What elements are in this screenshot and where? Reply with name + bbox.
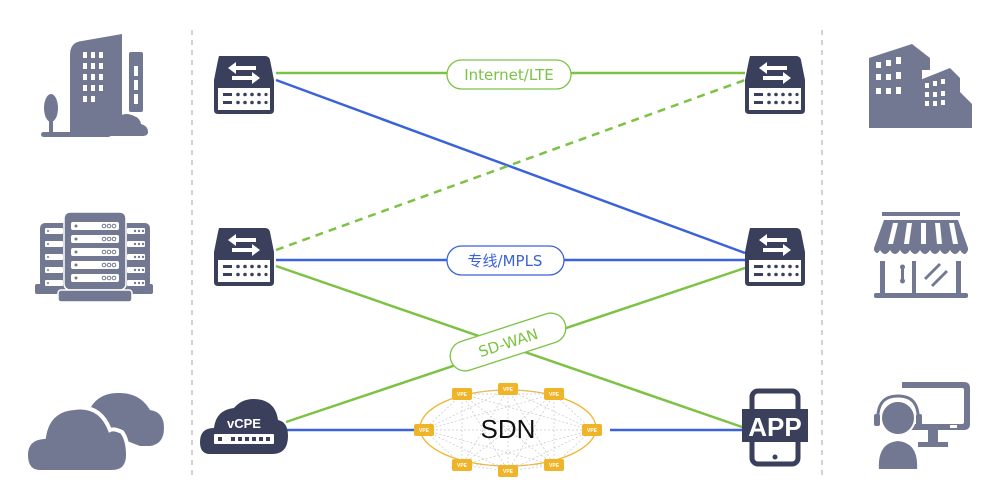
mpls-label: 专线/MPLS	[446, 245, 565, 276]
mesh-link	[461, 388, 509, 466]
mpls-text: 专线/MPLS	[468, 252, 543, 270]
mesh-link	[507, 429, 593, 472]
cloud-icon	[23, 392, 164, 474]
data-center-server-icon	[35, 211, 153, 303]
vpe-node-icon: VPE	[452, 388, 472, 400]
mesh-link	[461, 393, 555, 466]
vpe-label: VPE	[503, 387, 514, 393]
mesh-link	[507, 388, 555, 466]
server-slot	[71, 222, 119, 230]
sdn-mesh: SDN VPE VPE VPE VPE VPE VPE VPE VPE	[414, 383, 602, 477]
vcpe-device[interactable]: vCPE	[200, 399, 288, 454]
internet-lte-text: Internet/LTE	[464, 66, 554, 84]
sdn-text: SDN	[481, 414, 536, 444]
vpe-label: VPE	[419, 428, 430, 434]
vpe-label: VPE	[457, 463, 468, 469]
vpe-node-icon: VPE	[414, 424, 434, 436]
server-slot	[71, 248, 119, 256]
mesh-link	[423, 388, 509, 431]
branch-buildings-icon	[869, 44, 972, 128]
mesh-link	[423, 429, 555, 466]
sdwan-label: SD-WAN	[449, 312, 567, 372]
mesh-link	[461, 393, 555, 466]
vpe-label: VPE	[549, 392, 560, 398]
vpe-node-icon: VPE	[498, 383, 518, 395]
internet-lte-label: Internet/LTE	[446, 59, 572, 90]
vpe-node-icon: VPE	[544, 459, 564, 471]
server-slot	[71, 261, 119, 269]
right-router-mid-icon[interactable]	[745, 228, 805, 286]
mesh-link	[507, 388, 593, 431]
left-router-mid-icon[interactable]	[214, 228, 274, 286]
left-router-top-icon[interactable]	[214, 56, 274, 114]
mesh-link	[461, 393, 593, 431]
mesh-link	[507, 393, 555, 472]
vcpe-label: vCPE	[227, 416, 261, 431]
server-slot	[71, 274, 119, 282]
vpe-node-icon: VPE	[498, 465, 518, 477]
office-building-tree-icon	[41, 34, 148, 137]
cross-blue-line	[275, 78, 746, 255]
retail-store-icon	[874, 212, 968, 298]
mesh-link	[461, 393, 509, 472]
vpe-node-icon: VPE	[544, 388, 564, 400]
remote-worker-icon	[874, 382, 970, 471]
vpe-node-icon: VPE	[452, 459, 472, 471]
mesh-link	[423, 393, 555, 431]
mesh-link	[423, 429, 509, 472]
vpe-label: VPE	[503, 469, 514, 475]
vpe-label: VPE	[549, 463, 560, 469]
vpe-node-icon: VPE	[582, 424, 602, 436]
mesh-link	[461, 429, 593, 466]
vpe-label: VPE	[587, 428, 598, 434]
server-slot	[71, 235, 119, 243]
vpe-label: VPE	[457, 392, 468, 398]
right-router-top-icon[interactable]	[745, 56, 805, 114]
app-label: APP	[748, 412, 801, 442]
app-device[interactable]: APP	[742, 388, 808, 467]
